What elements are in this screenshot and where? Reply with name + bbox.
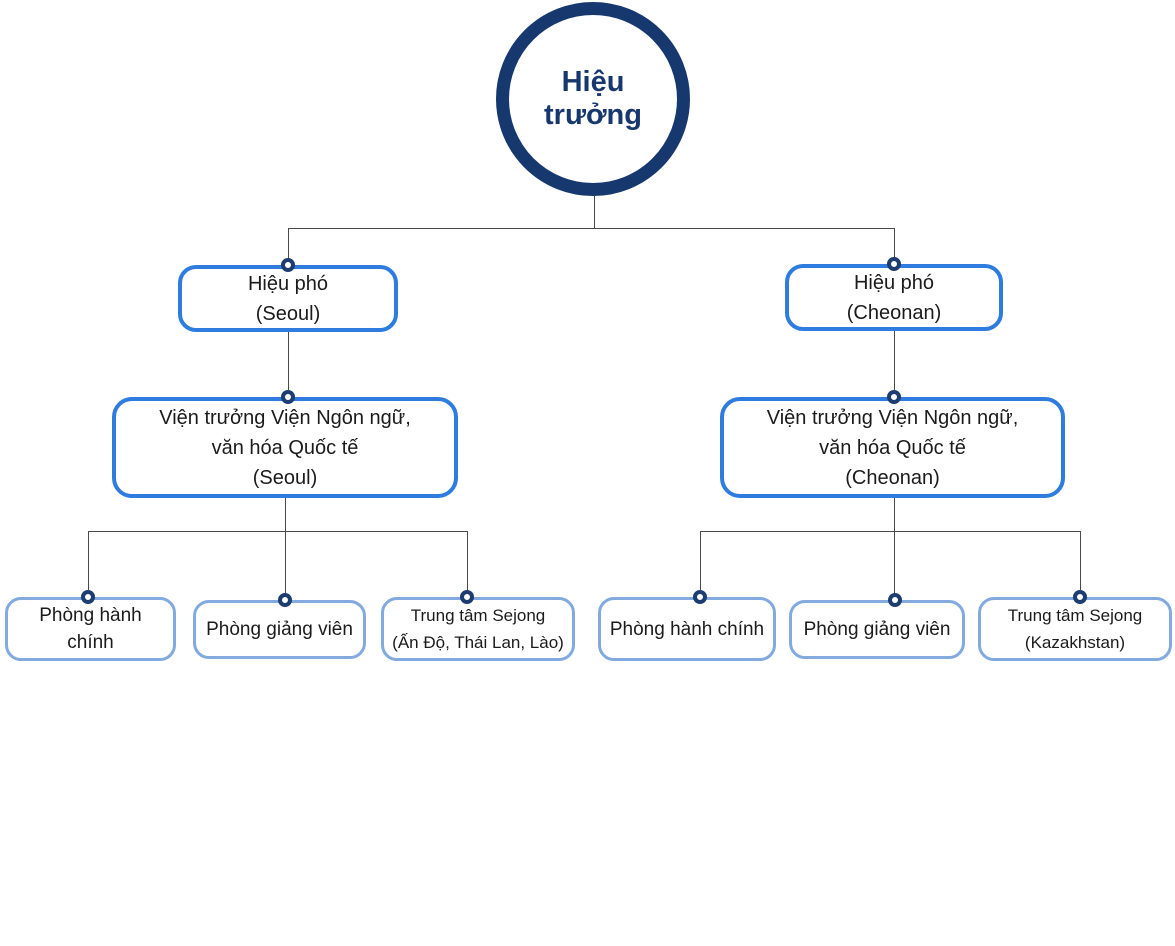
node-admin-office-seoul: Phòng hành chính: [5, 597, 176, 661]
node-label: Trung tâm Sejong: [410, 606, 546, 625]
node-label: Phòng giảng viên: [803, 619, 951, 640]
node-label: Phòng giảng viên: [206, 619, 353, 640]
connector-root-stub: [594, 196, 595, 228]
connector-dot: [281, 390, 295, 404]
node-faculty-office-seoul: Phòng giảng viên: [193, 600, 366, 659]
node-label: (Cheonan): [845, 466, 940, 489]
connector-top-hbar: [288, 228, 894, 229]
connector-dot: [1073, 590, 1087, 604]
node-label: (Seoul): [255, 302, 321, 325]
node-label: (Seoul): [252, 466, 318, 489]
connector-director-stub-cheonan: [894, 498, 895, 593]
connector-dot: [887, 390, 901, 404]
node-faculty-office-cheonan: Phòng giảng viên: [789, 600, 965, 659]
node-label: (Kazakhstan): [1024, 633, 1126, 652]
connector-hbar-seoul: [88, 531, 467, 532]
connector-hbar-cheonan: [700, 531, 1080, 532]
connector-drop-vice-seoul: [288, 228, 289, 258]
node-institute-director-cheonan: Viện trưởng Viện Ngôn ngữ, văn hóa Quốc …: [720, 397, 1065, 498]
node-label: văn hóa Quốc tế: [211, 436, 359, 459]
connector-drop-vice-cheonan: [894, 228, 895, 258]
connector-dot: [81, 590, 95, 604]
node-label: văn hóa Quốc tế: [819, 436, 966, 459]
connector-dot: [281, 258, 295, 272]
node-label: Phòng hành chính: [609, 618, 765, 640]
node-label: Viện trưởng Viện Ngôn ngữ,: [159, 406, 411, 429]
connector-dot: [460, 590, 474, 604]
node-label: (Ấn Độ, Thái Lan, Lào): [392, 633, 564, 652]
connector-dot: [278, 593, 292, 607]
connector-drop-cheonan-dept3: [1080, 531, 1081, 590]
node-label: Phòng hành chính: [39, 605, 142, 653]
node-label: Hiệu phó: [853, 271, 935, 294]
node-principal-label: Hiệu trưởng: [544, 66, 642, 131]
node-principal: Hiệu trưởng: [496, 2, 690, 196]
node-vice-principal-seoul: Hiệu phó (Seoul): [178, 265, 398, 332]
node-vice-principal-cheonan: Hiệu phó (Cheonan): [785, 264, 1003, 331]
node-admin-office-cheonan: Phòng hành chính: [598, 597, 776, 661]
connector-drop-cheonan-dept1: [700, 531, 701, 590]
connector-dot: [693, 590, 707, 604]
node-label: Hiệu phó: [247, 272, 329, 295]
node-label: Viện trưởng Viện Ngôn ngữ,: [766, 406, 1019, 429]
node-label: (Cheonan): [846, 301, 942, 324]
connector-drop-seoul-dept1: [88, 531, 89, 590]
connector-vice-to-director-seoul: [288, 332, 289, 390]
node-sejong-center-seoul: Trung tâm Sejong (Ấn Độ, Thái Lan, Lào): [381, 597, 575, 661]
connector-drop-seoul-dept3: [467, 531, 468, 590]
node-institute-director-seoul: Viện trưởng Viện Ngôn ngữ, văn hóa Quốc …: [112, 397, 458, 498]
connector-director-stub-seoul: [285, 498, 286, 593]
node-sejong-center-cheonan: Trung tâm Sejong (Kazakhstan): [978, 597, 1172, 661]
connector-vice-to-director-cheonan: [894, 331, 895, 390]
connector-dot: [888, 593, 902, 607]
node-label: Trung tâm Sejong: [1007, 606, 1143, 625]
connector-dot: [887, 257, 901, 271]
